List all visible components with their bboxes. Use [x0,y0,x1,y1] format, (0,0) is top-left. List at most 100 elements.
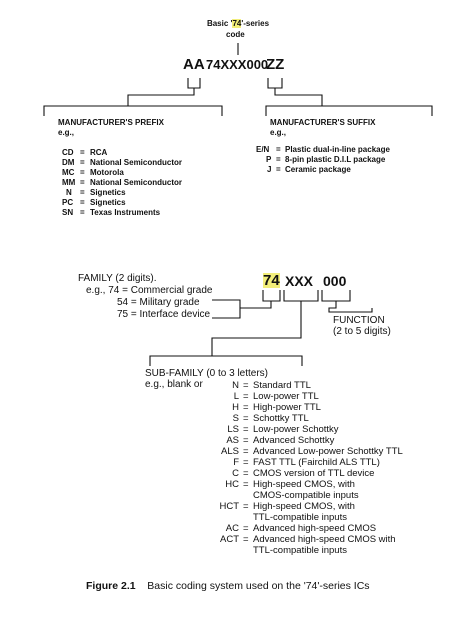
prefix-item: DM=National Semiconductor [62,158,262,168]
subfamily-desc: High-speed CMOS, with [253,479,355,490]
subfamily-desc-cont: CMOS-compatible inputs [253,490,359,501]
family-bracket [262,290,281,302]
function-line2: (2 to 5 digits) [333,326,391,337]
subfamily-code: LS [227,424,239,435]
prefix-name: National Semiconductor [90,178,183,187]
subfamily-desc: Advanced Low-power Schottky TTL [253,446,403,457]
figure-label: Figure 2.1 [86,580,136,592]
prefix-item: SN=Texas Instruments [62,208,262,218]
subfamily-eq: = [243,391,249,402]
subfamily-desc: Low-power Schottky [253,424,339,435]
prefix-item: MC = Motorola [62,168,262,178]
function-line1: FUNCTION [333,315,385,326]
subfamily-code: S [232,413,239,424]
family-line3: 54 = Military grade [117,297,200,308]
prefix-bracket [187,78,201,89]
subfamily-item: AS=Advanced Schottky [213,435,453,446]
subfamily-item: HC = High-speed CMOS, with [213,479,453,490]
prefix-code: N [66,188,72,197]
subfamily-list: N=Standard TTL L=Low-power TTL H=High-po… [213,380,453,556]
prefix-item: N=Signetics [62,188,262,198]
function-bracket [321,290,351,302]
family-line2: e.g., 74 = Commercial grade [86,285,213,296]
subfamily-desc: Schottky TTL [253,413,309,424]
prefix-name: National Semiconductor [90,158,183,167]
subfamily-desc: High-speed CMOS, with [253,501,355,512]
subfamily-desc: Advanced high-speed CMOS [253,523,377,534]
subfamily-desc-cont: TTL-compatible inputs [253,545,347,556]
prefix-eq: = [80,178,85,187]
family-code-74-highlight: 74 [263,272,280,289]
subfamily-item-cont: TTL-compatible inputs [213,545,453,556]
subfamily-eq: = [243,479,249,490]
suffix-item: J=Ceramic package [256,165,456,175]
suffix-title: MANUFACTURER'S SUFFIX [270,118,376,127]
code-zz: ZZ [266,56,285,73]
prefix-eq: = [80,208,85,217]
subfamily-item-cont: CMOS-compatible inputs [213,490,453,501]
subfamily-item: S=Schottky TTL [213,413,453,424]
subfamily-item: H=High-power TTL [213,402,453,413]
subfamily-eq: = [243,446,249,457]
suffix-list: E/N=Plastic dual-in-line package P=8-pin… [256,145,456,175]
subfamily-code: N [232,380,239,391]
prefix-eq: = [80,168,85,177]
family-leader [212,299,272,319]
prefix-name: Texas Instruments [90,208,161,217]
subfamily-eq: = [243,380,249,391]
function-leader [328,301,373,313]
subfamily-item: ACT=Advanced high-speed CMOS with [213,534,453,545]
prefix-name: Motorola [90,168,124,177]
basic-label-post: '-series [241,19,270,28]
prefix-code: DM [62,158,75,167]
suffix-code: E/N [256,145,270,154]
suffix-name: Ceramic package [285,165,351,174]
prefix-list: CD=RCA DM=National Semiconductor MC=Moto… [62,148,262,218]
subfamily-item: HCT=High-speed CMOS, with [213,501,453,512]
prefix-item: CD=RCA [62,148,262,158]
subfamily-desc: Advanced Schottky [253,435,335,446]
family-code-xxx: XXX [285,273,314,289]
subfamily-code: AC [225,523,239,534]
subfamily-item: ALS=Advanced Low-power Schottky TTL [213,446,453,457]
code-main: 74XXX000 [206,57,269,72]
subfamily-item: L = Low-power TTL [213,391,453,402]
subfamily-item: LS = Low-power Schottky [213,424,453,435]
subfamily-eq: = [243,501,249,512]
subfamily-eq: = [243,424,249,435]
prefix-code: MM [62,178,76,187]
family-line1: FAMILY (2 digits). [78,273,157,284]
subfamily-eq: = [243,457,249,468]
subfamily-desc: CMOS version of TTL device [253,468,375,479]
subfamily-item: C=CMOS version of TTL device [213,468,453,479]
figure-caption-text: Basic coding system used on the '74'-ser… [147,580,370,592]
suffix-code: P [266,155,272,164]
family-code-000: 000 [323,273,347,289]
code-aa: AA [183,56,205,73]
suffix-item: E/N=Plastic dual-in-line package [256,145,456,155]
suffix-name: Plastic dual-in-line package [285,145,390,154]
subfamily-title: SUB-FAMILY (0 to 3 letters) [145,368,269,379]
subfamily-item: F=FAST TTL (Fairchild ALS TTL) [213,457,453,468]
prefix-code: MC [62,168,75,177]
subfamily-desc: FAST TTL (Fairchild ALS TTL) [253,457,380,468]
prefix-eq: = [80,188,85,197]
subfamily-eq: = [243,402,249,413]
subfamily-item-cont: TTL-compatible inputs [213,512,453,523]
basic-label-74-highlight: 74 [232,19,242,28]
subfamily-bracket [283,290,319,302]
subfamily-code: C [232,468,239,479]
subfamily-code: H [232,402,239,413]
suffix-bracket [267,78,283,89]
prefix-code: PC [62,198,74,207]
subfamily-desc: Low-power TTL [253,391,319,402]
subfamily-code: L [233,391,239,402]
prefix-item: PC=Signetics [62,198,262,208]
suffix-eg: e.g., [270,128,287,137]
suffix-leader [265,88,433,116]
subfamily-code: HC [225,479,239,490]
prefix-leader [43,88,223,116]
prefix-eq: = [80,198,85,207]
